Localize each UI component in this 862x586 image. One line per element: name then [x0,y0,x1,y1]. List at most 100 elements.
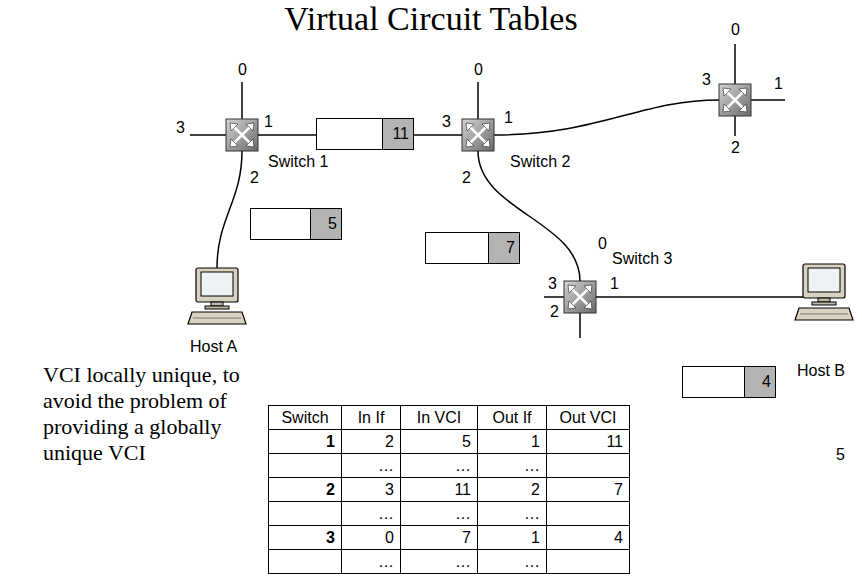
port-number: 0 [474,62,483,78]
table-value: 3 [326,529,335,546]
port-number: 0 [598,236,607,252]
table-cell: 2 [269,478,342,502]
table-cell [269,454,342,478]
table-cell: 3 [342,478,401,502]
column-header: Switch [281,409,328,426]
host-label: Host A [190,338,237,356]
table-row: Switch In If In VCI Out If Out VCI [269,406,630,430]
table-row: 30714 [269,526,630,550]
port-number: 2 [550,304,559,320]
switch-symbol [226,119,258,151]
switch-node: Switch 3 [564,281,596,313]
port-number: 2 [462,170,471,186]
table-cell: … [342,550,401,574]
table-cell: … [478,454,547,478]
table-cell: 7 [547,478,630,502]
table-cell [547,550,630,574]
table-cell: In If [342,406,401,430]
packet-box: 4 [682,366,776,398]
port-number: 3 [702,72,711,88]
table-cell: 3 [269,526,342,550]
port-number: 3 [442,114,451,130]
port-number: 1 [504,110,513,126]
port-number: 3 [176,120,185,136]
switch-label: Switch 3 [612,250,672,268]
vci-number: 5 [310,209,341,239]
page-number: 5 [836,447,845,463]
link-line [478,151,580,281]
table-value: 1 [326,433,335,450]
table-value: … [455,505,471,522]
table-value: … [378,505,394,522]
switch-symbol [564,281,596,313]
side-note: VCI locally unique, to avoid the problem… [43,362,258,466]
vci-number: 7 [488,233,519,263]
table-cell: Out If [478,406,547,430]
switch-symbol [719,84,751,116]
host-computer [188,268,246,324]
port-number: 0 [731,22,740,38]
link-wire [494,100,719,135]
switch-label: Switch 2 [510,153,570,171]
column-header: Out If [492,409,531,426]
host-node: Host A [196,268,238,324]
table-value: 3 [385,481,394,498]
table-cell: … [401,502,478,526]
column-header: In VCI [417,409,461,426]
table-cell: … [401,454,478,478]
packet-box: 7 [425,232,520,264]
table-value: 7 [614,481,623,498]
port-number: 1 [774,76,783,92]
table-value: … [524,457,540,474]
table-cell: 7 [401,526,478,550]
table-value: 11 [454,481,471,498]
table-cell: Switch [269,406,342,430]
table-value: 4 [614,529,623,546]
table-cell: … [342,454,401,478]
table-cell: 0 [342,526,401,550]
table-value: 1 [531,529,540,546]
table-cell [547,454,630,478]
table-row: … … … [269,454,630,478]
table-cell: 1 [269,430,342,454]
switch-symbol [462,119,494,151]
table-value: … [524,553,540,570]
table-value: … [378,457,394,474]
table-cell: 11 [547,430,630,454]
table-cell [547,502,630,526]
table-row: 231127 [269,478,630,502]
switch-node: Switch 1 [226,119,258,151]
port-number: 0 [238,62,247,78]
switch-node: Switch 2 [462,119,494,151]
column-header: In If [358,409,385,426]
host-label: Host B [797,362,845,380]
table-cell: … [401,550,478,574]
table-value: … [455,553,471,570]
port-number: 1 [264,114,273,130]
host-node: Host B [803,264,845,320]
port-number: 3 [548,276,557,292]
table-value: 2 [326,481,335,498]
table-cell: Out VCI [547,406,630,430]
table-cell: 1 [478,526,547,550]
port-number: 1 [610,276,619,292]
column-header: Out VCI [560,409,617,426]
table-cell: 5 [401,430,478,454]
table-value: 0 [385,529,394,546]
table-cell: 4 [547,526,630,550]
port-stubs [190,44,785,338]
packet-box: 11 [316,118,414,150]
packet-box: 5 [250,208,342,240]
table-cell: 2 [342,430,401,454]
vci-number: 11 [382,119,413,149]
table-value: 7 [462,529,471,546]
table-value: 11 [606,433,623,450]
port-number: 2 [731,140,740,156]
table-value: … [524,505,540,522]
host-computer [795,264,853,320]
port-number: 2 [250,170,259,186]
table-cell: … [478,502,547,526]
link-line [596,296,803,298]
table-cell: … [478,550,547,574]
